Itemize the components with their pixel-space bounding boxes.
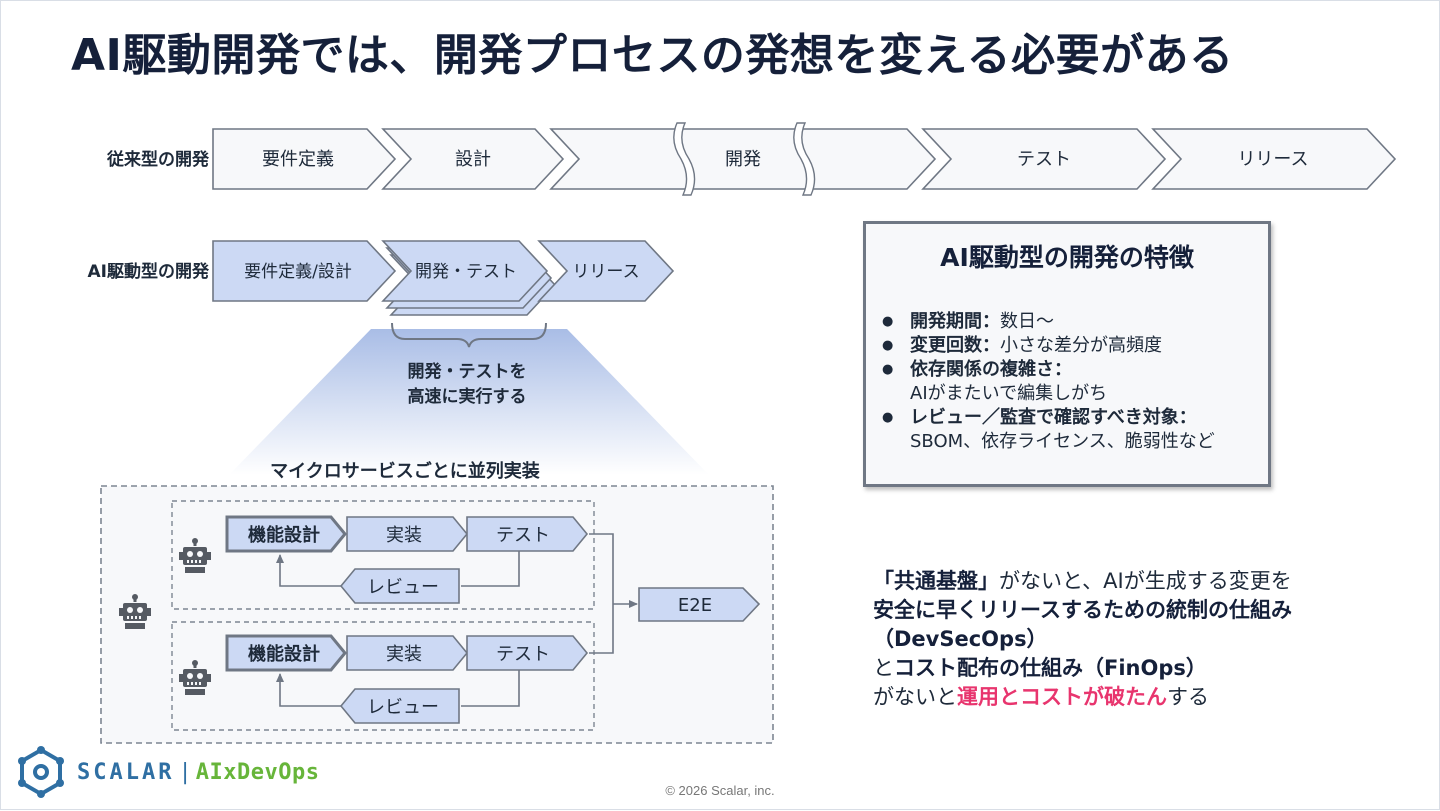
page-title: AI駆動開発では、開発プロセスの発想を変える必要がある [71,30,1234,81]
lane2-impl-box [346,635,469,671]
traditional-flow [212,128,1397,190]
step-release: リリース [1237,149,1308,170]
summary-part: と [873,656,894,680]
logo-text: SCALAR|AIxDevOps [77,760,320,785]
chevron-requirements [212,128,397,190]
chevron-release [1151,128,1397,190]
service-lane-1 [171,500,595,610]
features-list: 開発期間：数日〜 変更回数：小さな差分が高頻度 依存関係の複雑さ： AIがまたいで… [882,310,1258,454]
feature-item: 依存関係の複雑さ： AIがまたいで編集しがち [882,358,1258,406]
chevron-ai-release [537,240,675,302]
feature-value: 小さな差分が高頻度 [1000,335,1162,356]
logo-product: AIxDevOps [195,760,320,785]
robot-icon [179,660,211,695]
feature-key: レビュー／監査で確認すべき対象： [910,407,1197,428]
ai-driven-flow [212,240,675,316]
feature-item: 変更回数：小さな差分が高頻度 [882,334,1258,358]
feature-item: 開発期間：数日〜 [882,310,1258,334]
feature-value: SBOM、依存ライセンス、脆弱性など [910,431,1215,452]
service-lane-2 [171,621,595,731]
chevron-test [921,128,1167,190]
lane2-design-box [225,634,347,672]
summary-part: がないと、AIが生成する変更を [999,569,1292,593]
e2e-box [638,587,761,622]
feature-key: 変更回数： [910,335,1000,356]
ai-step-release: リリース [572,262,639,282]
lane2-review-box [339,688,460,724]
lane2-test-box [466,635,589,671]
focus-funnel [229,329,709,475]
lane1-design: 機能設計 [248,524,320,546]
timeline-break-marks [673,122,816,196]
lane1-impl-box [346,516,469,552]
chevron-development [549,128,937,190]
features-box: AI駆動型の開発の特徴 開発期間：数日〜 変更回数：小さな差分が高頻度 依存関係… [863,221,1271,487]
feature-value: AIがまたいで編集しがち [910,383,1108,404]
lane2-review: レビュー [367,697,439,718]
step-design: 設計 [455,149,491,170]
step-requirements: 要件定義 [262,149,334,170]
feature-value: 数日〜 [1000,311,1054,332]
microservices-title: マイクロサービスごとに並列実装 [270,460,540,482]
summary-part: する [1167,685,1209,709]
summary-part: がないと [873,685,957,709]
ai-step-requirements: 要件定義/設計 [244,262,352,282]
curly-brace [391,322,547,348]
step-development: 開発 [725,149,761,170]
feature-item: レビュー／監査で確認すべき対象： SBOM、依存ライセンス、脆弱性など [882,406,1258,454]
ai-step-dev-test: 開発・テスト [415,262,517,282]
summary-finops: コスト配布の仕組み（FinOps） [894,656,1207,680]
step-test: テスト [1017,149,1071,170]
traditional-label: 従来型の開発 [106,149,210,170]
lane2-test: テスト [496,644,550,665]
feature-key: 依存関係の複雑さ： [910,359,1072,380]
e2e-label: E2E [678,595,712,616]
lane1-review-box [339,568,460,604]
ai-driven-label: AI駆動型の開発 [88,261,210,282]
copyright: © 2026 Scalar, inc. [665,783,775,798]
robot-icon [119,594,151,629]
lane1-test: テスト [496,525,550,546]
funnel-note-line1: 開発・テストを [408,361,527,382]
features-title: AI駆動型の開発の特徴 [940,243,1194,272]
summary-text: 「共通基盤」がないと、AIが生成する変更を安全に早くリリースするための統制の仕組… [873,567,1293,712]
lane2-design: 機能設計 [248,643,320,665]
chevron-design [381,128,565,190]
funnel-note-line2: 高速に実行する [408,386,527,407]
logo-brand: SCALAR [77,760,175,785]
scalar-logo-icon [18,746,64,798]
lane1-impl: 実装 [386,525,422,546]
summary-devsecops: 安全に早くリリースするための統制の仕組み（DevSecOps） [873,598,1292,651]
lane1-design-box [225,515,347,553]
lane1-review: レビュー [367,577,439,598]
feature-key: 開発期間： [910,311,1000,332]
summary-shared-platform: 「共通基盤」 [873,569,999,593]
lane2-impl: 実装 [386,644,422,665]
chevron-ai-requirements [212,240,397,302]
lane1-test-box [466,516,589,552]
summary-highlight: 運用とコストが破たん [957,685,1167,709]
robot-icon [179,538,211,573]
chevron-ai-dev-test [381,240,549,302]
